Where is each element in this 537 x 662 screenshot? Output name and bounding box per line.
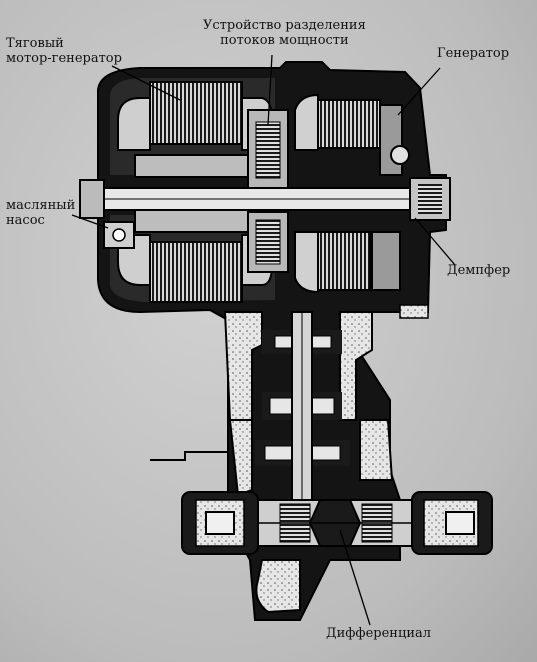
- main-shaft: [79, 177, 451, 221]
- label-traction-motor-line2: мотор-генератор: [6, 51, 122, 66]
- label-generator: Генератор: [437, 46, 510, 61]
- label-power-split: Устройство разделения потоков мощности: [203, 18, 366, 48]
- label-oil-pump: масляный насос: [6, 198, 75, 228]
- reduction-gears: [255, 311, 350, 513]
- power-split-device: [247, 109, 289, 273]
- label-oil-pump-line2: насос: [6, 213, 45, 228]
- label-traction-motor-line1: Тяговый: [6, 36, 64, 51]
- label-oil-pump-line1: масляный: [6, 198, 76, 213]
- leader-lines: [71, 54, 456, 626]
- label-power-split-line2: потоков мощности: [220, 33, 349, 48]
- reduction-case: [223, 304, 429, 497]
- differential-unit: [181, 491, 493, 614]
- label-traction-motor: Тяговый мотор-генератор: [6, 36, 122, 66]
- label-differential: Дифференциал: [326, 626, 431, 641]
- oil-pump: [103, 221, 135, 249]
- label-power-split-line1: Устройство разделения: [203, 18, 366, 33]
- label-damper: Демпфер: [447, 263, 511, 278]
- mount-bracket: [150, 451, 228, 461]
- generator-unit: [294, 93, 410, 294]
